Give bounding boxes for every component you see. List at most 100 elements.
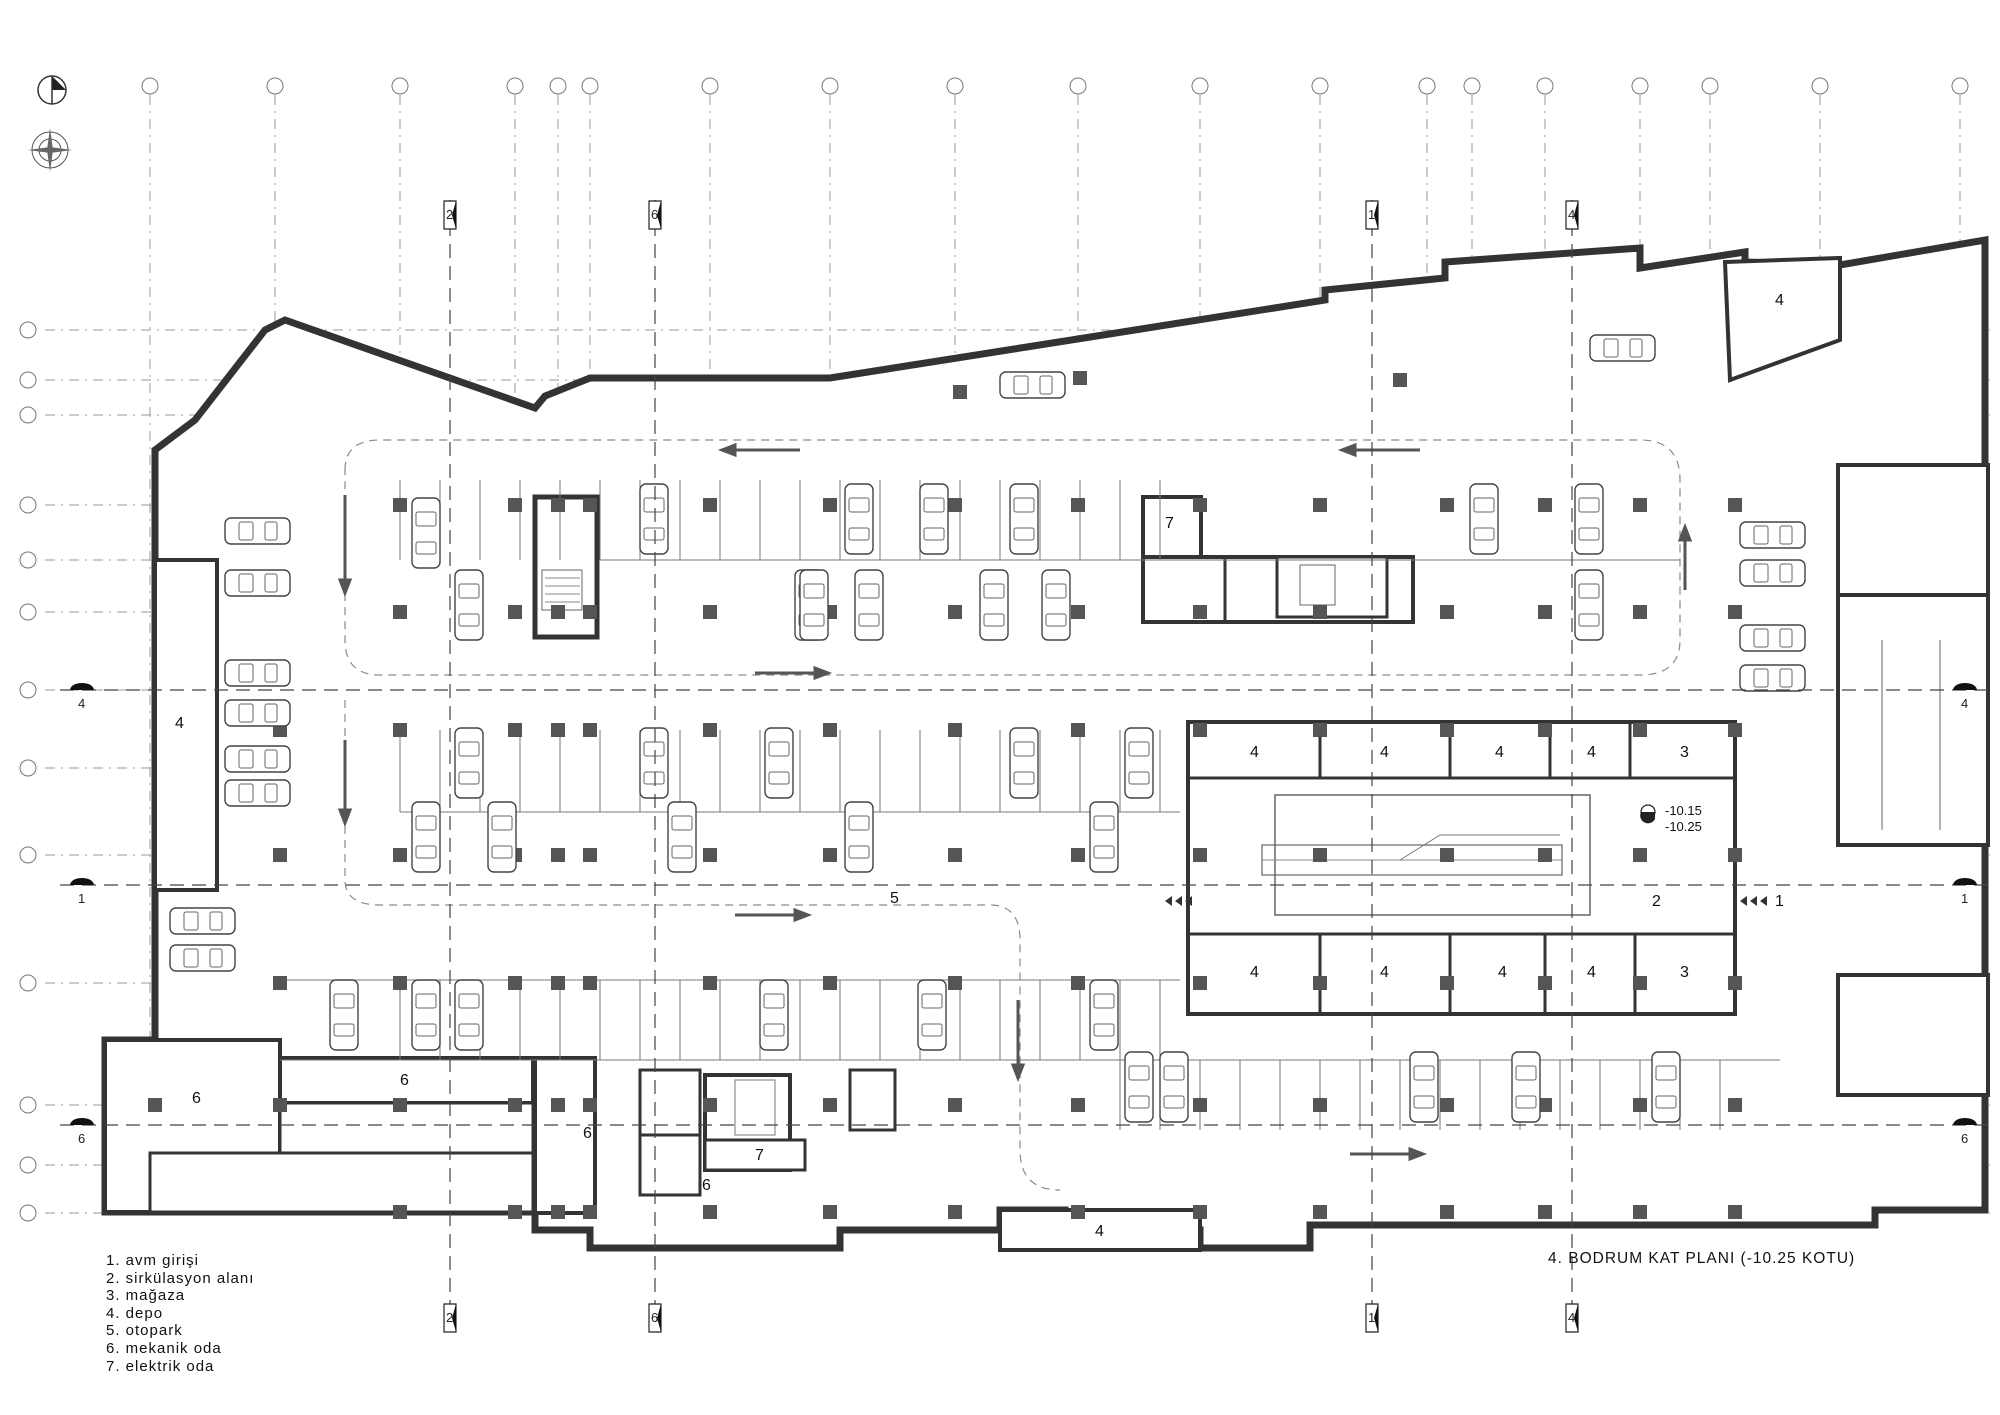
legend-item: 7. elektrik oda <box>106 1357 215 1375</box>
legend-item: 4. depo <box>106 1304 164 1322</box>
direction-arrow-icon <box>755 665 833 681</box>
column-icon <box>948 848 962 862</box>
right-side-rooms <box>1836 463 1990 1097</box>
grid-bubble <box>701 77 719 95</box>
car-icon <box>799 569 829 641</box>
car-icon <box>224 699 291 727</box>
section-number: 6 <box>1961 1131 1968 1146</box>
column-icon <box>508 1098 522 1112</box>
column-icon <box>393 498 407 512</box>
left-depo-room <box>153 558 219 892</box>
car-icon <box>1124 1051 1154 1123</box>
stair-icon <box>545 577 580 603</box>
north-arrow-icon <box>37 75 67 105</box>
label-depo-2: 4 <box>1380 744 1389 761</box>
label-depo-left: 4 <box>175 715 184 732</box>
column-icon <box>1728 498 1742 512</box>
grid-bubble <box>1811 77 1829 95</box>
column-icon <box>1071 1098 1085 1112</box>
column-icon <box>148 1098 162 1112</box>
car-icon <box>411 497 441 569</box>
label-elektrik-2: 7 <box>1165 515 1174 532</box>
column-icon <box>1073 371 1087 385</box>
plan-legend: 1. avm girişi 2. sirkülasyon alanı 3. ma… <box>106 1252 254 1375</box>
column-icon <box>393 976 407 990</box>
column-icon <box>1728 605 1742 619</box>
column-icon <box>551 976 565 990</box>
car-icon <box>169 907 236 935</box>
column-icon <box>393 848 407 862</box>
column-icon <box>1313 1205 1327 1219</box>
legend-item: 3. mağaza <box>106 1287 186 1305</box>
column-icon <box>551 605 565 619</box>
grid-bubble <box>821 77 839 95</box>
column-icon <box>273 976 287 990</box>
direction-arrow-icon <box>1677 522 1693 590</box>
column-icon <box>1193 605 1207 619</box>
direction-arrow-icon <box>337 740 353 828</box>
section-number: 1 <box>1368 207 1375 222</box>
car-icon <box>1574 483 1604 555</box>
car-icon <box>329 979 359 1051</box>
direction-arrow-icon <box>1010 1000 1026 1083</box>
car-icon <box>844 483 874 555</box>
column-icon <box>583 723 597 737</box>
car-icon <box>1739 521 1806 549</box>
column-icon <box>1440 605 1454 619</box>
column-icon <box>703 1205 717 1219</box>
label-mekanik-2: 6 <box>400 1072 409 1089</box>
column-icon <box>1728 1205 1742 1219</box>
level-marker-icon <box>1640 804 1656 824</box>
direction-arrow-icon <box>735 907 813 923</box>
car-icon <box>919 483 949 555</box>
column-icon <box>948 976 962 990</box>
section-number: 6 <box>78 1131 85 1146</box>
car-icon <box>224 745 291 773</box>
column-icon <box>1633 723 1647 737</box>
car-icon <box>1089 801 1119 873</box>
section-marker-icon: 4 <box>1565 200 1579 230</box>
column-icon <box>1313 605 1327 619</box>
column-icon <box>508 723 522 737</box>
label-elektrik-1: 7 <box>755 1147 764 1164</box>
grid-bubbles <box>19 77 1969 1222</box>
car-icon <box>979 569 1009 641</box>
column-icon <box>1071 605 1085 619</box>
car-icon <box>764 727 794 799</box>
section-marker-icon: 2 <box>443 200 457 230</box>
column-icon <box>703 723 717 737</box>
grid-bubble <box>1951 77 1969 95</box>
column-icon <box>1633 1098 1647 1112</box>
section-marker-icon: 6 <box>1953 1118 1977 1146</box>
column-icon <box>1538 976 1552 990</box>
grid-bubble <box>19 406 37 424</box>
label-otopark: 5 <box>890 890 899 907</box>
car-icon <box>759 979 789 1051</box>
grid-bubble <box>946 77 964 95</box>
column-icon <box>823 848 837 862</box>
label-depo-4: 4 <box>1587 744 1596 761</box>
column-icon <box>1728 976 1742 990</box>
column-icon <box>583 1098 597 1112</box>
section-number: 6 <box>651 1310 658 1325</box>
car-icon <box>1159 1051 1189 1123</box>
column-icon <box>551 848 565 862</box>
car-icon <box>1651 1051 1681 1123</box>
legend-item: 6. mekanik oda <box>106 1339 222 1357</box>
label-depo-topright: 4 <box>1775 292 1784 309</box>
column-icon <box>1071 848 1085 862</box>
column-icon <box>1633 848 1647 862</box>
parked-cars <box>169 334 1806 1123</box>
car-icon <box>169 944 236 972</box>
grid-bubble <box>391 77 409 95</box>
column-icon <box>393 605 407 619</box>
column-icon <box>1633 976 1647 990</box>
column-icon <box>823 1098 837 1112</box>
car-icon <box>1589 334 1656 362</box>
traffic-arrows <box>337 442 1693 1162</box>
legend-item: 2. sirkülasyon alanı <box>106 1269 255 1287</box>
column-icon <box>1440 976 1454 990</box>
column-icon <box>551 1098 565 1112</box>
